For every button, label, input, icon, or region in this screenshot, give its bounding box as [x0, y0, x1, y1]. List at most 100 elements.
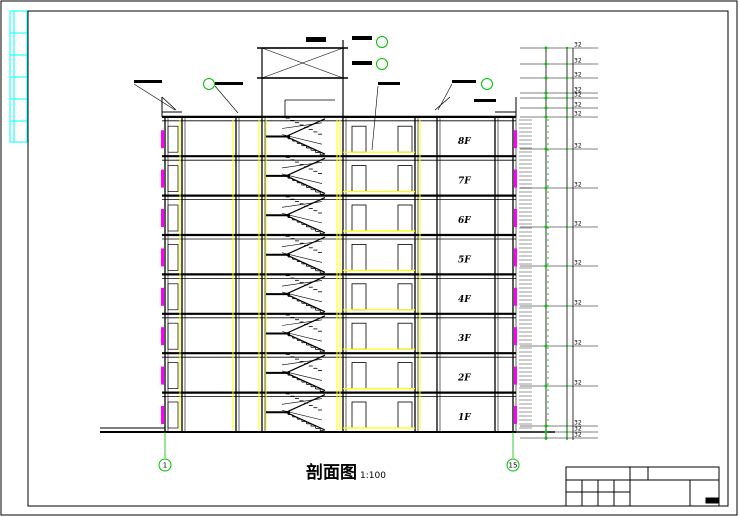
- elevation-node: [547, 239, 549, 241]
- facade-window-mark: [514, 287, 517, 306]
- elevation-label: 32: [574, 143, 582, 150]
- leader-line: [371, 85, 379, 151]
- facade-window-mark: [161, 130, 164, 149]
- elevation-node: [565, 96, 569, 100]
- elevation-node: [547, 383, 549, 385]
- elevation-node: [547, 389, 549, 391]
- label-block: [352, 36, 372, 40]
- handrail: [281, 398, 323, 405]
- door-opening: [167, 165, 179, 192]
- elevation-label: 32: [574, 111, 582, 118]
- door-opening: [351, 322, 367, 350]
- stair-flight: [268, 372, 326, 392]
- elevation-node: [547, 317, 549, 319]
- elevation-node: [565, 430, 569, 434]
- stair-flight: [268, 214, 326, 234]
- facade-window-mark: [514, 248, 517, 267]
- facade-window-mark: [161, 209, 164, 227]
- elevation-node: [544, 96, 548, 100]
- handrail: [281, 319, 323, 326]
- elevation-node: [565, 91, 569, 95]
- facade-window-mark: [514, 327, 517, 346]
- door-opening: [167, 401, 179, 429]
- door-opening: [167, 125, 179, 153]
- door-opening: [397, 401, 413, 429]
- door-opening: [167, 322, 179, 350]
- facade-window-mark: [514, 366, 517, 385]
- elevation-node: [565, 424, 569, 428]
- door-opening: [167, 244, 179, 271]
- facade-window-mark: [514, 406, 517, 424]
- door-opening: [167, 362, 179, 389]
- elevation-node: [547, 155, 549, 157]
- elevation-node: [547, 365, 549, 367]
- elevation-node: [547, 329, 549, 331]
- elevation-label: 32: [574, 58, 582, 65]
- facade-window-mark: [514, 130, 517, 149]
- elevation-label: 32: [574, 420, 582, 427]
- elevation-node: [547, 137, 549, 139]
- elevation-node: [547, 119, 549, 121]
- elevation-node: [547, 191, 549, 193]
- door-opening: [351, 243, 367, 271]
- floor-label: 1F: [458, 413, 471, 423]
- drawing-caption: 剖面图 1:100: [306, 458, 386, 483]
- door-opening: [351, 204, 367, 232]
- elevation-node: [547, 173, 549, 175]
- floor-label: 5F: [458, 255, 471, 265]
- handrail: [281, 122, 323, 129]
- elevation-node: [547, 407, 549, 409]
- handrail: [281, 201, 323, 208]
- elevation-node: [547, 179, 549, 181]
- handrail: [281, 161, 323, 169]
- elevation-node: [544, 186, 548, 190]
- door-opening: [397, 204, 413, 232]
- elevation-node: [547, 347, 549, 349]
- elevation-node: [544, 225, 548, 229]
- elevation-node: [544, 91, 548, 95]
- elevation-node: [565, 147, 569, 151]
- facade-window-mark: [161, 287, 164, 306]
- elevation-node: [544, 344, 548, 348]
- elevation-node: [544, 115, 548, 119]
- door-opening: [397, 125, 413, 153]
- stair-flight: [268, 332, 326, 352]
- elevation-node: [544, 304, 548, 308]
- elevation-node: [547, 281, 549, 283]
- elevation-node: [565, 436, 569, 440]
- elevation-node: [547, 131, 549, 133]
- elevation-label: 32: [574, 42, 582, 49]
- elevation-node: [547, 161, 549, 163]
- elevation-node: [547, 275, 549, 277]
- door-opening: [397, 362, 413, 390]
- door-opening: [351, 165, 367, 193]
- elevation-node: [547, 215, 549, 217]
- elevation-node: [547, 341, 549, 343]
- label-block: [474, 99, 496, 102]
- elevation-node: [565, 344, 569, 348]
- door-opening: [397, 165, 413, 193]
- door-opening: [351, 401, 367, 429]
- elevation-node: [544, 106, 548, 110]
- facade-window-mark: [161, 248, 164, 267]
- stair-flight: [268, 411, 326, 431]
- drawing-scale: 1:100: [360, 471, 386, 481]
- elevation-node: [547, 251, 549, 253]
- elevation-label: 32: [574, 182, 582, 189]
- facade-window-mark: [514, 209, 517, 227]
- callout-circle: [203, 78, 215, 90]
- elevation-node: [547, 167, 549, 169]
- elevation-node: [547, 245, 549, 247]
- elevation-node: [547, 353, 549, 355]
- elevation-node: [544, 424, 548, 428]
- elevation-node: [547, 395, 549, 397]
- elevation-node: [547, 185, 549, 187]
- door-opening: [167, 283, 179, 311]
- elevation-node: [547, 149, 549, 151]
- elevation-node: [544, 76, 548, 80]
- label-block: [134, 80, 162, 83]
- floor-label: 2F: [457, 374, 471, 384]
- elevation-node: [565, 304, 569, 308]
- facade-window-mark: [161, 366, 164, 385]
- stair-flight: [268, 175, 326, 195]
